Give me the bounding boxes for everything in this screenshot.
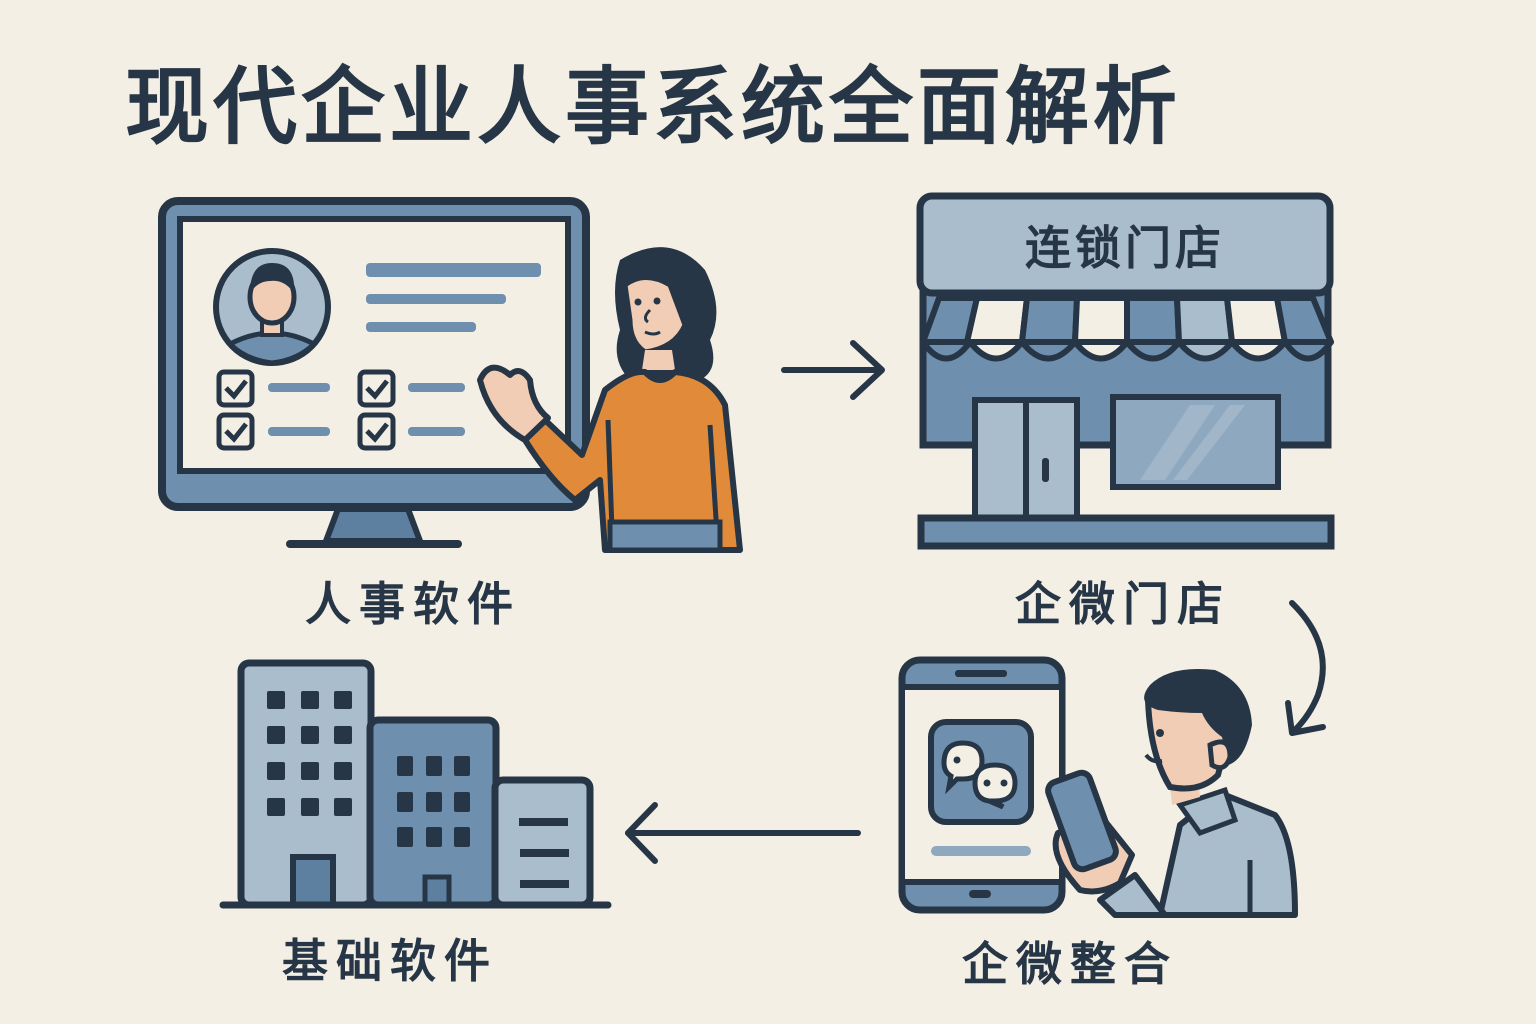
node-label-wecom-store: 企微门店 (1015, 577, 1231, 631)
curved-arrow-down-icon (1285, 600, 1326, 736)
node-label-base-software: 基础软件 (282, 934, 498, 988)
storefront-icon: 连锁门店 (916, 192, 1335, 550)
phone-chat-icon (898, 656, 1066, 914)
office-buildings-icon (219, 659, 612, 909)
node-label-hr-software: 人事软件 (305, 577, 521, 631)
presenter-woman-icon (477, 247, 743, 553)
page-title: 现代企业人事系统全面解析 (125, 58, 1182, 156)
arrow-right-icon (781, 340, 885, 400)
man-with-phone-icon (1045, 669, 1298, 918)
arrow-left-icon (625, 802, 861, 864)
store-sign-text: 连锁门店 (1025, 221, 1225, 275)
avatar-icon (213, 248, 331, 366)
store-door-icon (972, 397, 1080, 521)
node-label-wecom-integration: 企微整合 (962, 937, 1178, 991)
checklist-icon (216, 369, 396, 451)
monitor-icon (158, 197, 590, 548)
wecom-chat-icon (928, 719, 1034, 825)
store-window-icon (1110, 394, 1281, 490)
